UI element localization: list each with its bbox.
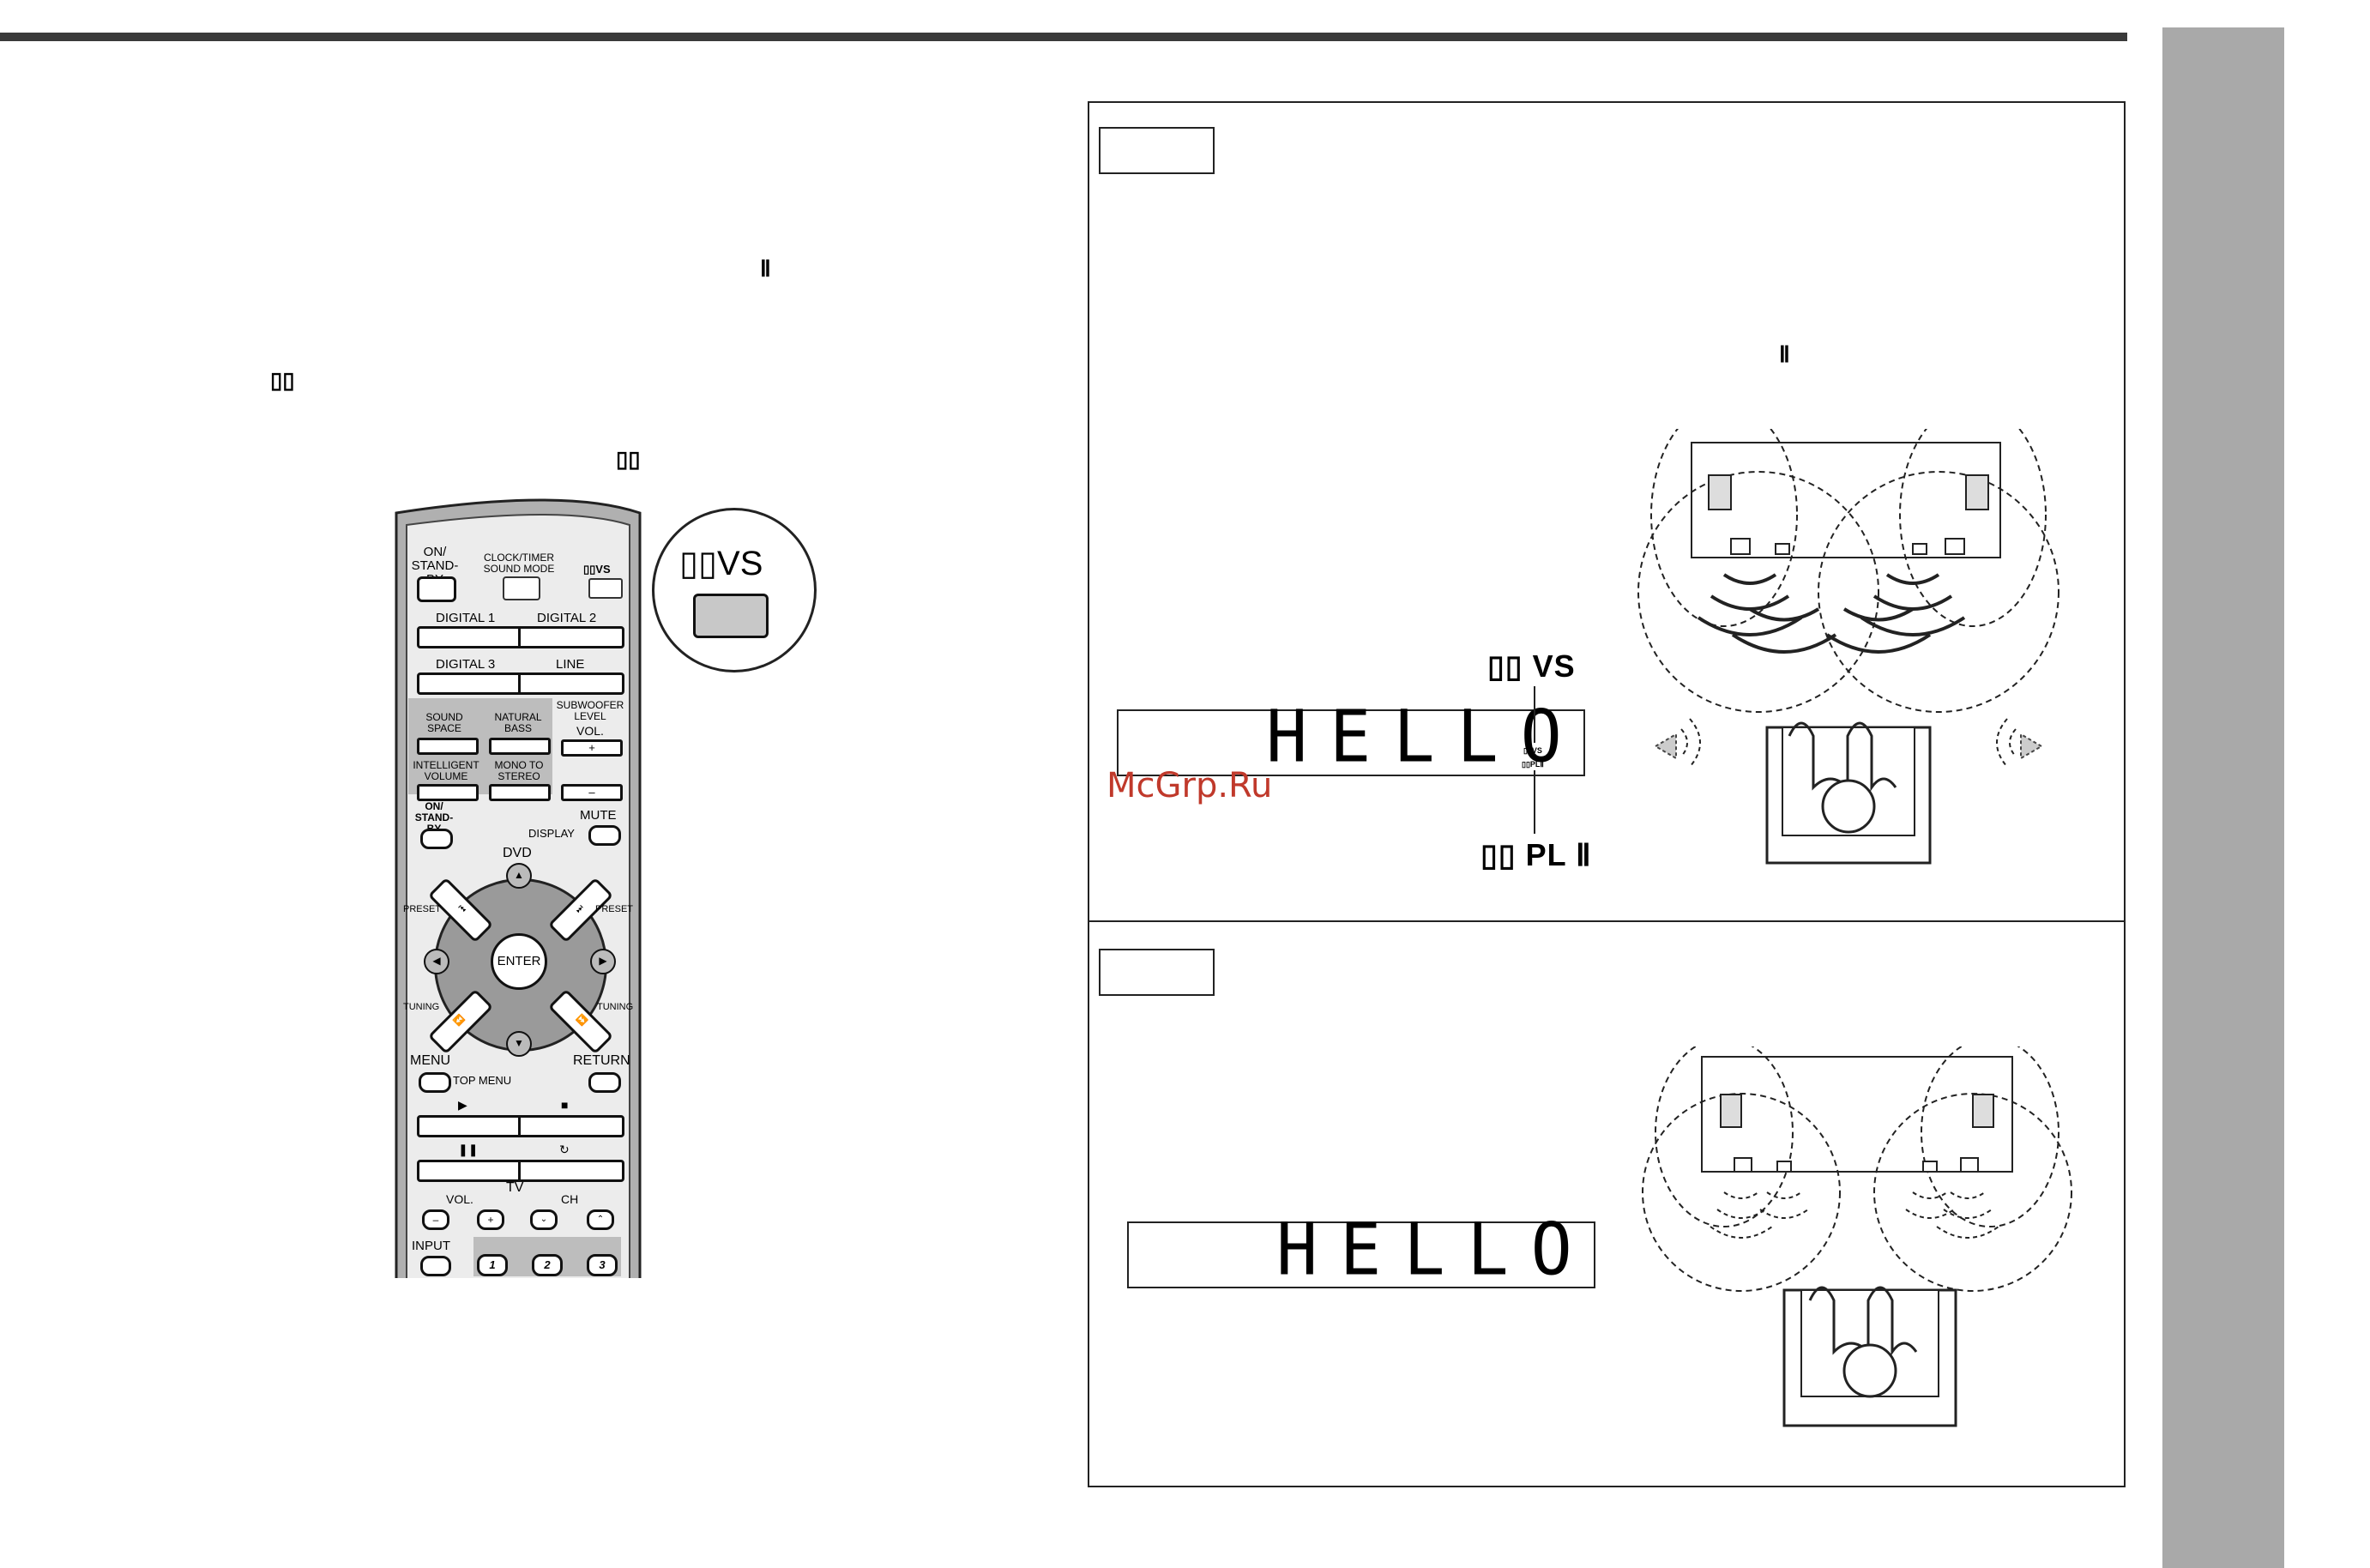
panel1-display [1117,709,1585,776]
tuning-left-label: TUNING [403,1002,440,1012]
return-label: RETURN [573,1053,630,1068]
num3-button[interactable]: 3 [587,1254,618,1276]
pause-repeat-row[interactable] [417,1160,624,1182]
mute-button[interactable] [588,825,621,846]
panel1-pl2-mark: Ⅱ [1779,341,1790,367]
ch-down-button[interactable]: ⌄ [530,1209,558,1230]
panel2-display-text: HELLO [1276,1207,1595,1292]
play-stop-divider [518,1115,521,1137]
panel2-display [1127,1221,1595,1288]
tv-vol-label: VOL. [446,1192,473,1206]
tv-vol-plus-button[interactable]: + [477,1209,504,1230]
dd-vs-button[interactable] [588,578,623,599]
standby2-button[interactable] [420,829,453,849]
digital-divider-2 [518,672,521,695]
dd-vs-small-label: ▯▯VS [583,563,611,576]
ch-up-button[interactable]: ⌃ [587,1209,614,1230]
stop-icon: ■ [561,1098,569,1112]
callout-button[interactable] [693,594,769,638]
left-arrow-button[interactable]: ◀ [424,949,449,974]
power-button[interactable] [417,576,456,602]
ch-label: CH [561,1192,579,1206]
line-label: LINE [556,657,585,672]
top-menu-label: TOP MENU [453,1074,512,1087]
tv-vol-minus-button[interactable]: – [422,1209,449,1230]
digital-divider-1 [518,626,521,648]
tv-label: TV [506,1180,524,1195]
preset-left-label: PRESET [403,904,442,914]
pause-repeat-divider [518,1160,521,1182]
callout-circle [652,508,817,672]
mode-panel-frame [1088,101,2126,1487]
display-label: DISPLAY [528,827,575,840]
natural-bass-button[interactable] [489,738,551,755]
repeat-icon: ↻ [559,1143,570,1156]
play-stop-row[interactable] [417,1115,624,1137]
input-button[interactable] [420,1256,451,1276]
right-arrow-button[interactable]: ▶ [590,949,616,974]
menu-label: MENU [410,1053,451,1068]
panel2-tag [1099,949,1215,996]
digital-row-2[interactable] [417,672,624,695]
speaker-diagram-virtual [1637,429,2059,865]
num1-button[interactable]: 1 [477,1254,508,1276]
mono-button[interactable] [489,784,551,801]
panel1-indicator-pl2: ▯▯PLⅡ [1522,760,1544,769]
menu-button[interactable] [419,1072,451,1093]
digital1-label: DIGITAL 1 [436,611,496,625]
sound-space-button[interactable] [417,738,479,755]
dd-pl2-label: ▯▯ PL Ⅱ [1480,837,1592,872]
dd-pl2-leader [1534,770,1535,834]
tuning-right-label: TUNING [597,1002,634,1012]
digital2-label: DIGITAL 2 [537,611,597,625]
preset-right-label: PRESET [595,904,634,914]
digital3-label: DIGITAL 3 [436,657,496,672]
sub-minus-button[interactable]: – [561,784,623,801]
sound-mode-button[interactable] [503,576,540,600]
dvd-label: DVD [503,846,532,860]
dolby-symbol-2: ▯▯ [616,446,641,472]
mute-label: MUTE [580,808,617,823]
up-arrow-button[interactable]: ▲ [506,863,532,889]
dolby-symbol: ▯▯ [270,367,295,393]
intelligent-button[interactable] [417,784,479,801]
panel1-indicator-vs: ▯▯VS [1523,746,1542,755]
input-label: INPUT [412,1239,450,1253]
vol-label: VOL. [576,724,604,738]
speaker-diagram-normal [1642,1046,2072,1427]
play-icon: ▶ [458,1098,467,1112]
panel1-display-text: HELLO [1266,694,1584,779]
dd-vs-label: ▯▯ VS [1487,648,1576,684]
callout-label: ▯▯VS [679,545,763,582]
pause-icon: ❚❚ [458,1143,479,1156]
down-arrow-button[interactable]: ▼ [506,1031,532,1057]
digital-row-1[interactable] [417,626,624,648]
dd-vs-leader [1534,686,1535,743]
side-tab [2162,27,2284,1568]
pl2-symbol: Ⅱ [760,256,771,281]
enter-button[interactable]: ENTER [491,933,547,990]
return-button[interactable] [588,1072,621,1093]
top-rule [0,33,2127,41]
panel-divider [1088,920,2126,922]
num2-button[interactable]: 2 [532,1254,563,1276]
sub-plus-button[interactable]: + [561,739,623,757]
panel1-tag [1099,127,1215,174]
watermark: McGrp.Ru [1107,766,1273,805]
